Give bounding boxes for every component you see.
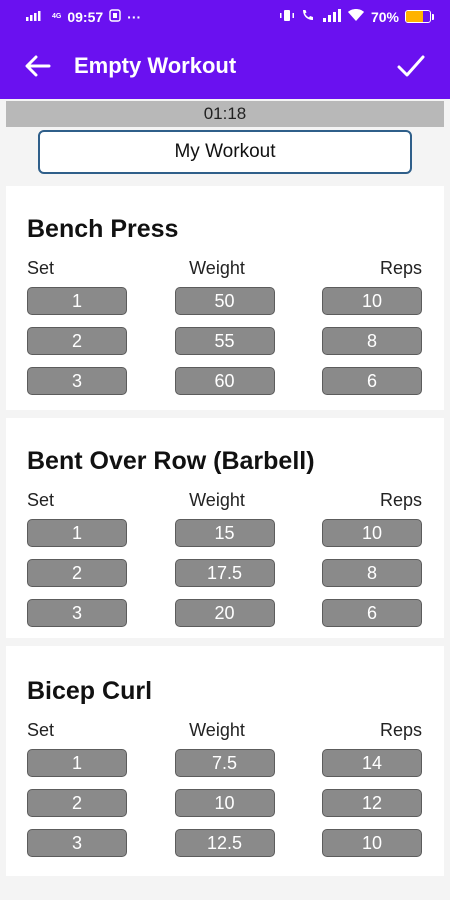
set-row: 1 15 10 xyxy=(27,519,422,547)
weight-field[interactable]: 7.5 xyxy=(174,749,275,777)
set-number-field[interactable]: 3 xyxy=(27,829,127,857)
status-right: 70% xyxy=(279,8,434,25)
set-row: 1 50 10 xyxy=(27,287,422,315)
network-type-label: 4G xyxy=(52,12,62,20)
set-row: 2 17.5 8 xyxy=(27,559,422,587)
weight-field[interactable]: 12.5 xyxy=(174,829,275,857)
reps-column-header: Reps xyxy=(379,720,422,740)
set-row: 1 7.5 14 xyxy=(27,749,422,777)
signal-strength-icon xyxy=(322,8,341,25)
column-headers: Set Weight Reps xyxy=(27,719,422,741)
set-number-field[interactable]: 3 xyxy=(27,367,127,395)
status-time: 09:57 xyxy=(67,8,104,25)
workout-name-input[interactable] xyxy=(38,130,412,174)
reps-field[interactable]: 6 xyxy=(322,599,422,627)
vibrate-icon xyxy=(279,9,295,25)
set-row: 3 12.5 10 xyxy=(27,829,422,857)
reps-field[interactable]: 8 xyxy=(322,327,422,355)
reps-field[interactable]: 10 xyxy=(322,287,422,315)
weight-field[interactable]: 17.5 xyxy=(174,559,275,587)
more-notifications-icon: ··· xyxy=(127,8,142,25)
weight-column-header: Weight xyxy=(189,258,245,278)
reps-field[interactable]: 8 xyxy=(322,559,422,587)
status-bar: 4G 09:57 ··· xyxy=(0,0,450,33)
weight-column-header: Weight xyxy=(189,490,245,510)
set-row: 3 60 6 xyxy=(27,367,422,395)
set-number-field[interactable]: 1 xyxy=(27,749,127,777)
reps-field[interactable]: 14 xyxy=(322,749,422,777)
column-headers: Set Weight Reps xyxy=(27,257,422,279)
save-workout-button[interactable] xyxy=(394,49,428,83)
exercise-card: Bench Press Set Weight Reps 1 50 10 2 55… xyxy=(6,186,444,410)
weight-column-header: Weight xyxy=(189,720,245,740)
wifi-calling-icon xyxy=(301,8,317,25)
reps-column-header: Reps xyxy=(379,258,422,278)
set-number-field[interactable]: 2 xyxy=(27,327,127,355)
weight-field[interactable]: 20 xyxy=(174,599,275,627)
exercise-title: Bench Press xyxy=(27,215,179,243)
app-bar: Empty Workout xyxy=(0,33,450,99)
mobile-signal-icon xyxy=(26,9,46,24)
arrow-left-icon xyxy=(25,55,51,77)
set-number-field[interactable]: 2 xyxy=(27,559,127,587)
battery-percent: 70% xyxy=(370,8,399,25)
set-column-header: Set xyxy=(27,720,55,740)
reps-field[interactable]: 6 xyxy=(322,367,422,395)
set-row: 2 10 12 xyxy=(27,789,422,817)
set-row: 3 20 6 xyxy=(27,599,422,627)
exercise-card: Bicep Curl Set Weight Reps 1 7.5 14 2 10… xyxy=(6,646,444,876)
set-column-header: Set xyxy=(27,258,55,278)
set-column-header: Set xyxy=(27,490,55,510)
reps-field[interactable]: 12 xyxy=(322,789,422,817)
weight-field[interactable]: 55 xyxy=(174,327,275,355)
sim-icon xyxy=(109,8,121,25)
set-number-field[interactable]: 1 xyxy=(27,519,127,547)
column-headers: Set Weight Reps xyxy=(27,489,422,511)
weight-field[interactable]: 50 xyxy=(174,287,275,315)
workout-timer: 01:18 xyxy=(6,101,444,127)
reps-field[interactable]: 10 xyxy=(322,519,422,547)
reps-column-header: Reps xyxy=(379,490,422,510)
status-left: 4G 09:57 ··· xyxy=(26,9,141,25)
page-title: Empty Workout xyxy=(74,53,237,78)
set-number-field[interactable]: 1 xyxy=(27,287,127,315)
weight-field[interactable]: 10 xyxy=(174,789,275,817)
battery-icon xyxy=(405,10,434,23)
exercise-title: Bent Over Row (Barbell) xyxy=(27,447,315,475)
set-row: 2 55 8 xyxy=(27,327,422,355)
reps-field[interactable]: 10 xyxy=(322,829,422,857)
set-number-field[interactable]: 2 xyxy=(27,789,127,817)
weight-field[interactable]: 60 xyxy=(174,367,275,395)
battery-level-fill xyxy=(406,11,423,22)
wifi-icon xyxy=(347,8,365,25)
check-icon xyxy=(397,55,425,77)
weight-field[interactable]: 15 xyxy=(174,519,275,547)
back-button[interactable] xyxy=(22,50,54,82)
set-number-field[interactable]: 3 xyxy=(27,599,127,627)
exercise-title: Bicep Curl xyxy=(27,677,153,705)
exercise-card: Bent Over Row (Barbell) Set Weight Reps … xyxy=(6,418,444,638)
